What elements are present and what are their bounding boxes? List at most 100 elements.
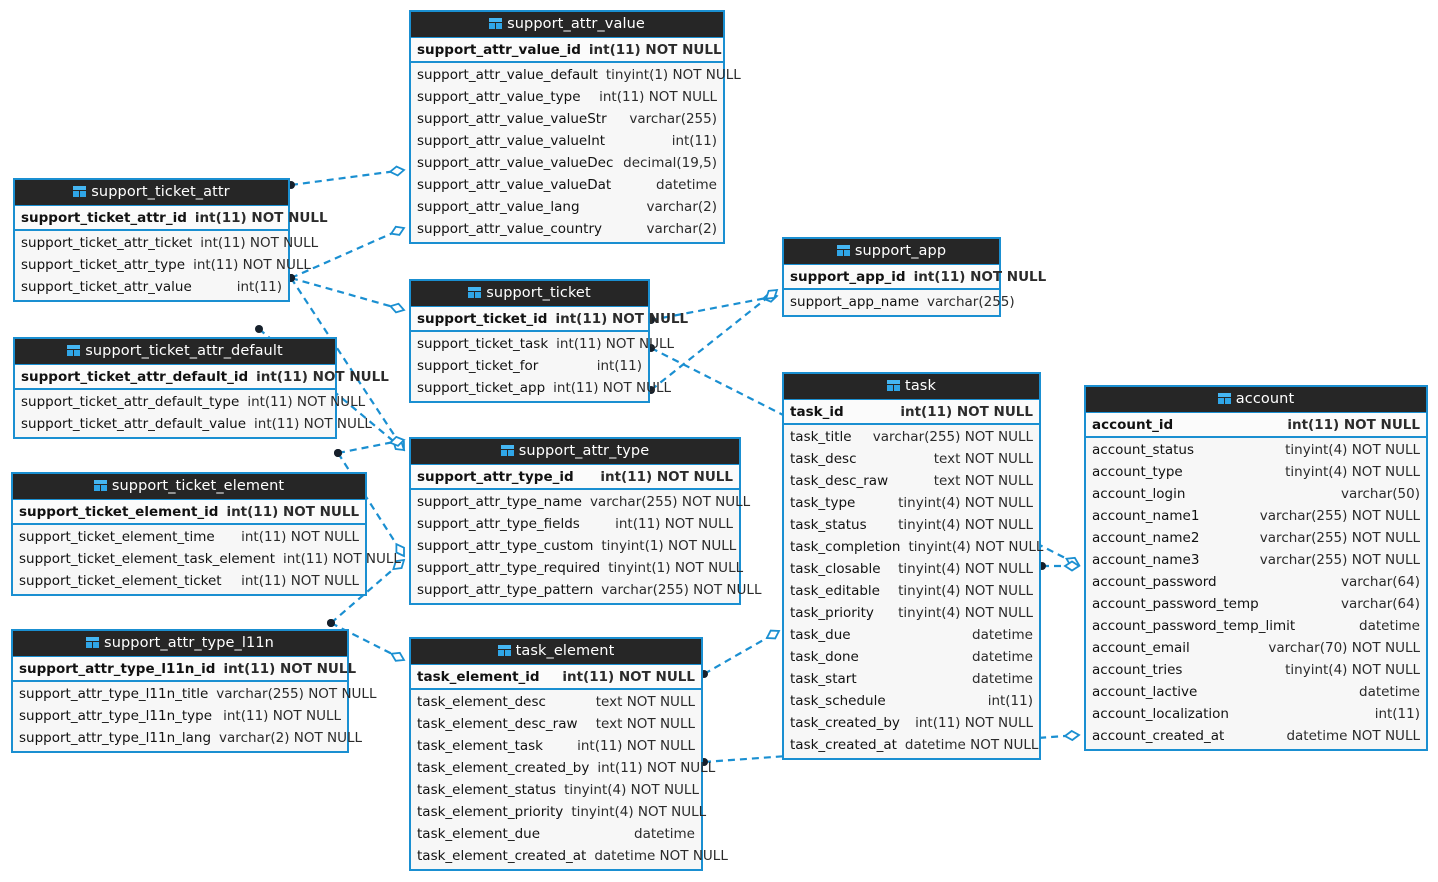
- column-name: support_ticket_element_time: [19, 529, 215, 545]
- table-title-support_attr_value[interactable]: support_attr_value: [411, 12, 723, 37]
- table-title-account[interactable]: account: [1086, 387, 1426, 412]
- table-title-support_ticket_attr[interactable]: support_ticket_attr: [15, 180, 288, 205]
- table-title-task[interactable]: task: [784, 374, 1039, 399]
- table-title-support_ticket_element[interactable]: support_ticket_element: [13, 474, 365, 499]
- table-title-support_app[interactable]: support_app: [784, 239, 999, 264]
- table-title-support_attr_type_l11n[interactable]: support_attr_type_l11n: [13, 631, 347, 656]
- table-title-support_ticket_attr_default[interactable]: support_ticket_attr_default: [15, 339, 335, 364]
- table-title-support_attr_type[interactable]: support_attr_type: [411, 439, 739, 464]
- table-title-task_element[interactable]: task_element: [411, 639, 701, 664]
- column-name: task_editable: [790, 583, 880, 599]
- table-title-support_ticket[interactable]: support_ticket: [411, 281, 648, 306]
